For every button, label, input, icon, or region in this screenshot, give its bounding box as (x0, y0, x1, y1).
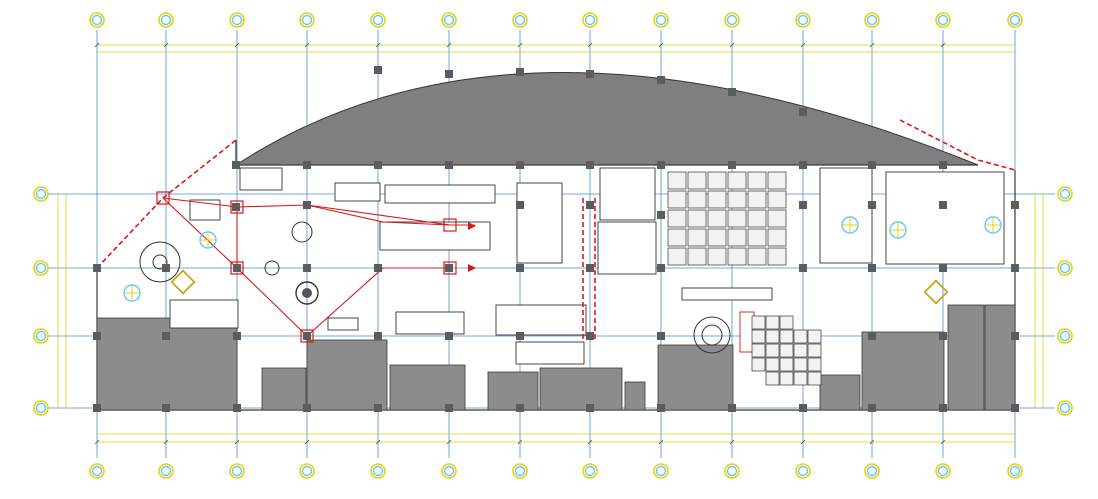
axis-bubble-top-10 (795, 12, 811, 28)
axis-bubble-top-1 (158, 12, 174, 28)
axis-bubble-top-11 (864, 12, 880, 28)
axis-bubble-bottom-10 (795, 463, 811, 479)
axis-bubble-right-2 (1057, 328, 1073, 344)
axis-bubble-right-3 (1057, 400, 1073, 416)
axis-bubble-bottom-7 (582, 463, 598, 479)
axis-bubble-top-4 (370, 12, 386, 28)
axis-bubble-left-2 (33, 328, 49, 344)
axis-bubble-bottom-12 (935, 463, 951, 479)
grid-room (667, 171, 787, 266)
axis-bubble-bottom-11 (864, 463, 880, 479)
axis-bubble-top-12 (935, 12, 951, 28)
axis-bubble-bottom-13 (1007, 463, 1023, 479)
axis-bubble-bottom-8 (653, 463, 669, 479)
axis-bubble-bottom-5 (441, 463, 457, 479)
axis-bubble-bottom-3 (299, 463, 315, 479)
curved-roof (234, 72, 979, 166)
axis-bubble-top-5 (441, 12, 457, 28)
dimension-lines (57, 44, 1044, 443)
room-blocks (169, 167, 1005, 365)
axis-bubble-top-3 (299, 12, 315, 28)
axis-bubble-bottom-9 (724, 463, 740, 479)
axis-bubble-left-0 (33, 186, 49, 202)
axis-bubble-top-9 (724, 12, 740, 28)
structural-columns (93, 66, 1019, 412)
axis-bubble-bottom-6 (512, 463, 528, 479)
axis-bubble-bottom-2 (229, 463, 245, 479)
axis-bubbles (33, 12, 1073, 479)
axis-bubble-top-8 (653, 12, 669, 28)
circular-features (139, 221, 731, 354)
axis-bubble-left-3 (33, 400, 49, 416)
axis-bubble-bottom-0 (89, 463, 105, 479)
axis-bubble-left-1 (33, 260, 49, 276)
camera-markers (123, 216, 1002, 305)
axis-bubble-top-13 (1007, 12, 1023, 28)
axis-bubble-bottom-1 (158, 463, 174, 479)
axis-bubble-right-0 (1057, 186, 1073, 202)
axis-bubble-top-0 (89, 12, 105, 28)
axis-bubble-bottom-4 (370, 463, 386, 479)
axis-bubble-top-2 (229, 12, 245, 28)
hatched-zones (96, 304, 1016, 411)
tile-grid (751, 315, 822, 386)
dimension-labels-top (94, 42, 946, 48)
axis-bubble-top-7 (582, 12, 598, 28)
dimension-labels-bottom (94, 439, 946, 445)
axis-bubble-right-1 (1057, 260, 1073, 276)
axis-bubble-top-6 (512, 12, 528, 28)
